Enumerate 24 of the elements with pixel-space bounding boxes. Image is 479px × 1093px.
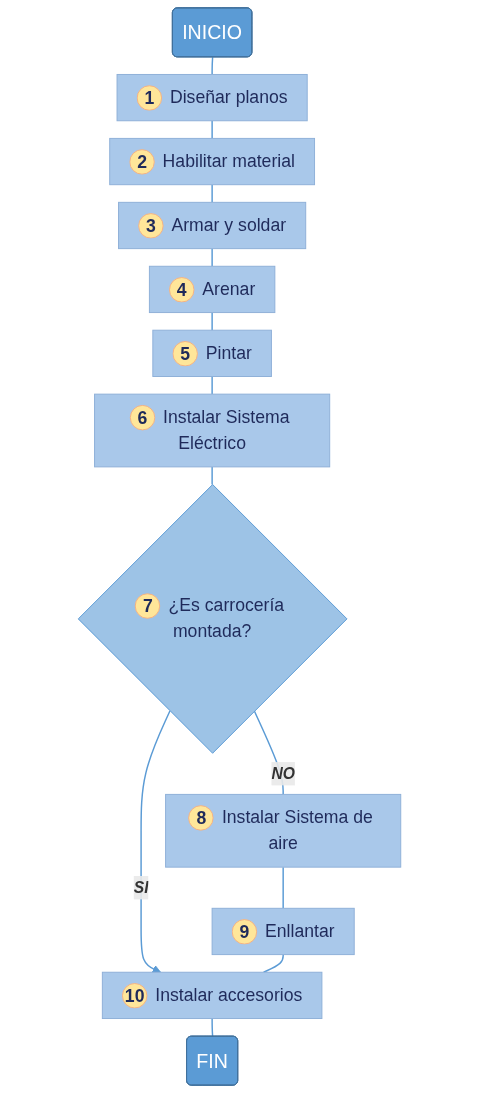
node-box: 1 Diseñar planos [116,74,308,122]
connector [211,247,213,267]
connector [262,953,284,973]
connector [211,56,214,76]
edge-label: NO [271,765,295,782]
node-box: 9 Enllantar [211,907,355,956]
node-box: 5 Pintar [152,329,272,377]
node-diamond: 7 ¿Es carrocería montada? [77,484,348,754]
arrow [140,710,171,973]
node-box: 4 Arenar [148,265,276,314]
node-box: 3 Armar y soldar [118,201,307,250]
connector [211,1017,214,1038]
connector [282,866,284,910]
connector [211,375,213,395]
connector [211,183,213,204]
node-box: 6 Instalar Sistema Eléctrico [94,393,331,468]
edge-label: SI [133,878,149,896]
connector [253,710,284,796]
node-box: 10 Instalar accesorios [101,971,323,1019]
node-box: 2 Habilitar material [109,137,316,186]
connector [211,120,213,140]
connector [211,466,213,486]
connector [211,311,213,331]
node-box: 8 Instalar Sistema de aire [165,793,402,868]
